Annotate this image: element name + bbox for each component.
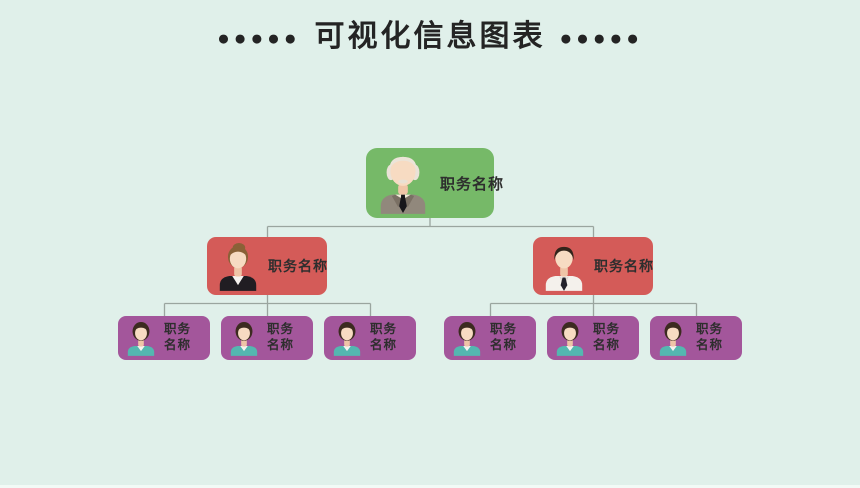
label-line: 名称 (370, 338, 398, 352)
title-dots-left: ●●●●● (217, 26, 301, 50)
woman-bob-avatar (554, 319, 586, 356)
label-line: 名称 (593, 338, 621, 352)
org-node-level3-2: 职务名称 (221, 316, 313, 360)
woman-bob-avatar (331, 319, 363, 356)
org-node-level3-3: 职务名称 (324, 316, 416, 360)
org-node-label: 职务名称 (490, 322, 517, 353)
label-line: 名称 (696, 338, 724, 352)
label-line: 名称 (267, 338, 295, 352)
man-tie-avatar (541, 241, 587, 291)
label-line: 职务 (593, 322, 621, 337)
woman-bob-avatar (451, 319, 483, 356)
org-node-root-label: 职务名称 (440, 175, 505, 193)
elderly-man-avatar (374, 152, 432, 214)
woman-bun-avatar (215, 241, 261, 291)
org-node-label: 职务名称 (593, 322, 620, 353)
org-node-level3-1: 职务名称 (118, 316, 210, 360)
bottom-edge-strip (0, 485, 860, 488)
org-node-label: 职务名称 (370, 322, 397, 353)
label-line: 职务 (267, 322, 295, 337)
org-node-root: 职务名称 (366, 148, 503, 218)
org-node-level3-5: 职务名称 (547, 316, 639, 360)
label-line: 职务 (490, 322, 518, 337)
org-node-level2-right: 职务名称 (533, 237, 653, 295)
org-node-label: 职务名称 (696, 322, 723, 353)
label-line: 职务 (696, 322, 724, 337)
label-line: 名称 (164, 338, 192, 352)
woman-bob-avatar (125, 319, 157, 356)
title-text: 可视化信息图表 (314, 20, 546, 53)
org-node-label: 职务名称 (164, 322, 191, 353)
label-line: 职务 (164, 322, 192, 337)
org-node-label: 职务名称 (268, 258, 328, 274)
label-line: 职务 (370, 322, 398, 337)
label-line: 名称 (490, 338, 518, 352)
title-dots-right: ●●●●● (559, 26, 643, 50)
org-node-level2-left: 职务名称 (207, 237, 327, 295)
org-node-label: 职务名称 (594, 258, 654, 274)
org-node-level3-4: 职务名称 (444, 316, 536, 360)
org-node-level3-6: 职务名称 (650, 316, 742, 360)
page-title: ●●●●● 可视化信息图表 ●●●●● (0, 16, 860, 58)
woman-bob-avatar (657, 319, 689, 356)
org-node-label: 职务名称 (267, 322, 294, 353)
woman-bob-avatar (228, 319, 260, 356)
